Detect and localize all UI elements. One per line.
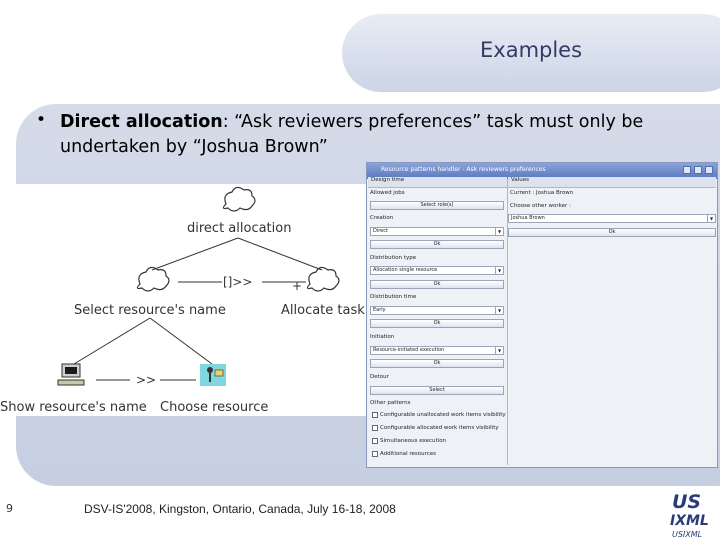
page-number: 9: [6, 502, 13, 515]
other-patterns-label: Other patterns: [370, 400, 411, 406]
bullet-rest: : “Ask reviewers preferences” task must …: [60, 112, 644, 157]
distribution-type-ok-button[interactable]: Ok: [370, 280, 504, 289]
right-task-label: Allocate task: [281, 303, 365, 318]
distribution-time-label: Distribution time: [370, 294, 417, 300]
svg-text:USIXML: USIXML: [672, 530, 702, 539]
column-header-design-time: Design time: [368, 177, 507, 188]
initiation-label: Initiation: [370, 334, 395, 340]
resource-patterns-window: Resource patterns handler - Ask reviewer…: [366, 162, 718, 468]
checkbox-label: Simultaneous execution: [380, 438, 447, 444]
checkbox-label: Additional resources: [380, 451, 437, 457]
bullet-marker: •: [36, 110, 47, 130]
checkbox-simultaneous-execution[interactable]: [372, 438, 378, 444]
left-task-label: Select resource's name: [74, 303, 226, 318]
checkbox-allocated-visibility[interactable]: [372, 425, 378, 431]
initiation-ok-button[interactable]: Ok: [370, 359, 504, 368]
column-header-values: Values: [508, 177, 716, 188]
cloud-icon-left: [136, 266, 170, 292]
usixml-logo: US IXML USIXML: [664, 486, 720, 540]
select-roles-button[interactable]: Select role(s): [370, 201, 504, 210]
cloud-icon-root: [222, 186, 256, 212]
user-computer-icon: [200, 364, 226, 386]
computer-icon: [57, 363, 85, 386]
checkbox-label: Configurable allocated work items visibi…: [380, 425, 499, 431]
worker-select[interactable]: Joshua Brown ▼: [508, 214, 716, 223]
close-icon[interactable]: [705, 166, 713, 174]
diagram-lines: [57, 186, 340, 386]
allowed-jobs-label: Allowed jobs: [370, 190, 405, 196]
chevron-down-icon: ▼: [495, 228, 503, 235]
creation-ok-button[interactable]: Ok: [370, 240, 504, 249]
bottom-left-task-label: Show resource's name: [0, 400, 147, 415]
checkbox-unallocated-visibility[interactable]: [372, 412, 378, 418]
bullet-text: Direct allocation: “Ask reviewers prefer…: [60, 110, 680, 160]
svg-text:IXML: IXML: [670, 513, 709, 529]
checkbox-additional-resources[interactable]: [372, 451, 378, 457]
bullet-bold: Direct allocation: [60, 112, 223, 132]
distribution-type-label: Distribution type: [370, 255, 417, 261]
column-header-values-label: Values: [511, 177, 529, 183]
window-title: Resource patterns handler - Ask reviewer…: [381, 166, 546, 173]
initiation-value: Resource-initiated execution: [373, 347, 445, 353]
checkbox-label: Configurable unallocated work items visi…: [380, 412, 506, 418]
slide-title: Examples: [480, 38, 583, 62]
maximize-icon[interactable]: [694, 166, 702, 174]
chevron-down-icon: ▼: [495, 347, 503, 354]
initiation-select[interactable]: Resource-initiated execution ▼: [370, 346, 504, 355]
minimize-icon[interactable]: [683, 166, 691, 174]
logo-graphic: US IXML USIXML: [670, 490, 716, 539]
creation-select[interactable]: Direct ▼: [370, 227, 504, 236]
column-divider: [507, 179, 508, 465]
column-header-design-time-label: Design time: [371, 177, 405, 183]
operator-sequence: >>: [136, 373, 157, 387]
distribution-type-value: Allocation single resource: [373, 267, 438, 273]
chevron-down-icon: ▼: [495, 307, 503, 314]
worker-ok-button[interactable]: Ok: [508, 228, 716, 237]
worker-value: Joshua Brown: [511, 215, 545, 221]
distribution-type-select[interactable]: Allocation single resource ▼: [370, 266, 504, 275]
svg-text:US: US: [672, 491, 701, 513]
distribution-time-value: Early: [373, 307, 386, 313]
title-banner: [342, 14, 720, 92]
choose-worker-label: Choose other worker :: [510, 203, 571, 209]
bottom-right-task-label: Choose resource: [160, 400, 269, 415]
cloud-icon-right: [306, 266, 340, 292]
operator-enabling: []>>: [223, 275, 253, 289]
distribution-time-select[interactable]: Early ▼: [370, 306, 504, 315]
chevron-down-icon: ▼: [495, 267, 503, 274]
creation-value: Direct: [373, 228, 388, 234]
creation-label: Creation: [370, 215, 394, 221]
distribution-time-ok-button[interactable]: Ok: [370, 319, 504, 328]
detour-select-button[interactable]: Select: [370, 386, 504, 395]
current-worker-label: Current : Joshua Brown: [510, 190, 574, 196]
window-titlebar: Resource patterns handler - Ask reviewer…: [367, 163, 717, 179]
operator-plus: +: [292, 279, 303, 293]
detour-label: Detour: [370, 374, 389, 380]
root-task-label: direct allocation: [187, 221, 292, 236]
task-model-diagram: direct allocation []>> + Select resource…: [0, 184, 366, 416]
chevron-down-icon: ▼: [707, 215, 715, 222]
footer-text: DSV-IS'2008, Kingston, Ontario, Canada, …: [84, 502, 396, 516]
